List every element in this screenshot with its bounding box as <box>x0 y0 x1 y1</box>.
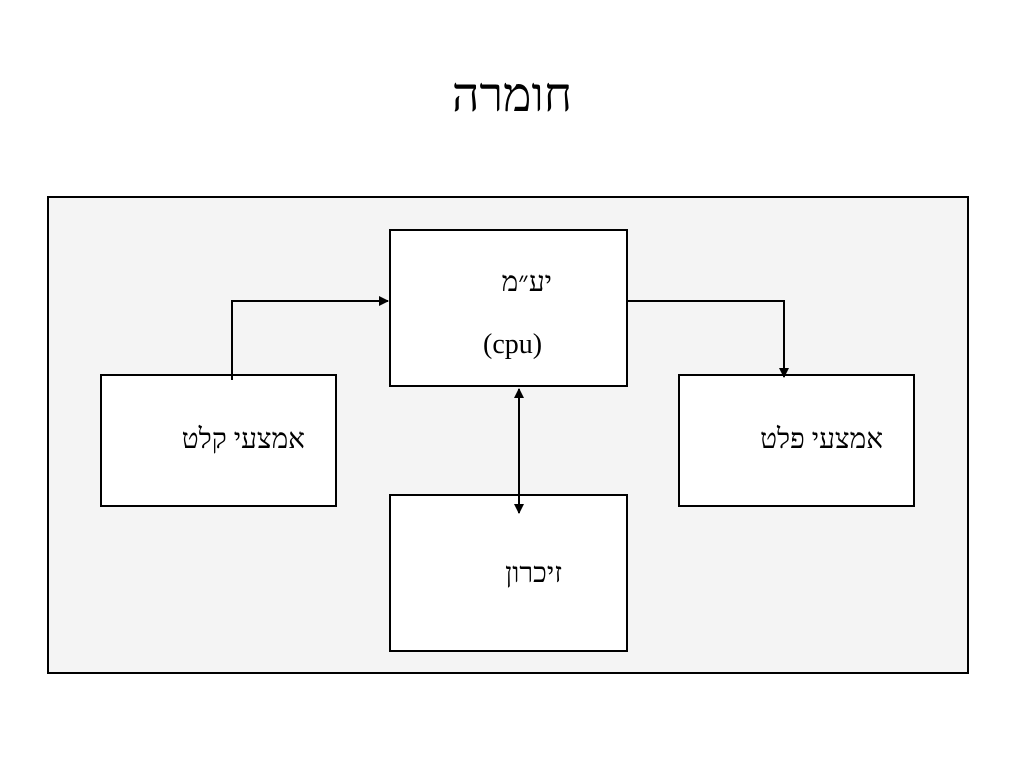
memory-label: זיכרון <box>505 558 562 589</box>
output-device-box: אמצעי פלט <box>678 374 915 507</box>
cpu-sublabel: (cpu) <box>483 329 543 360</box>
memory-box: זיכרון <box>389 494 628 652</box>
cpu-label: יע״מ <box>501 267 552 298</box>
input-device-box: אמצעי קלט <box>100 374 337 507</box>
input-device-label: אמצעי קלט <box>181 424 305 455</box>
cpu-box: יע״מ (cpu) <box>389 229 628 387</box>
output-device-label: אמצעי פלט <box>760 424 883 455</box>
slide-title: חומרה <box>451 69 573 122</box>
